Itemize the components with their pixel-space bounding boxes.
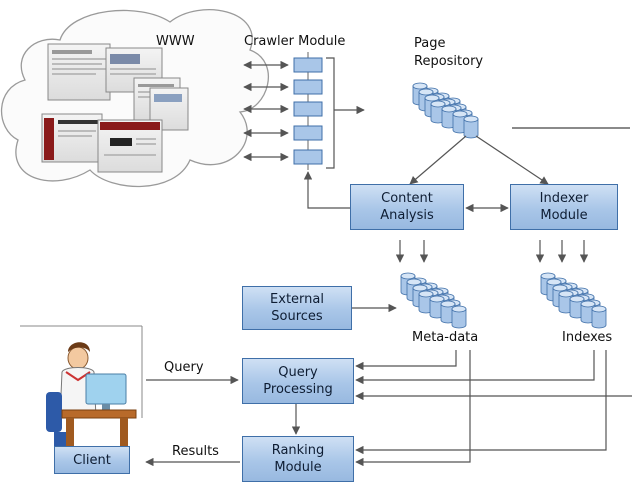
indexes-cylinders xyxy=(540,272,607,329)
database-cylinder xyxy=(591,305,607,329)
external-sources-box: External Sources xyxy=(242,286,352,330)
crawler-to-repository-arrow xyxy=(326,57,365,169)
index-feed-lines xyxy=(355,350,632,455)
page-repository-label-line1: Page xyxy=(414,36,446,51)
external-sources-line2: Sources xyxy=(271,309,323,324)
ranking-module-box: Ranking Module xyxy=(242,436,354,482)
database-cylinder xyxy=(429,295,445,319)
database-cylinder xyxy=(580,300,596,324)
ranking-module-line2: Module xyxy=(274,460,322,475)
database-cylinder xyxy=(452,110,468,134)
page-repository-cylinders xyxy=(412,82,479,139)
database-cylinder xyxy=(430,100,446,124)
indexer-module-line2: Module xyxy=(540,208,588,223)
query-processing-line1: Query xyxy=(278,365,318,380)
indexes-label: Indexes xyxy=(562,330,613,345)
database-cylinder xyxy=(440,300,456,324)
content-analysis-line2: Analysis xyxy=(380,208,434,223)
crawler-www-arrows xyxy=(243,60,289,162)
database-cylinder xyxy=(441,105,457,129)
database-cylinder xyxy=(451,305,467,329)
ranking-module-line1: Ranking xyxy=(271,443,325,458)
external-sources-line1: External xyxy=(270,292,324,307)
query-label: Query xyxy=(164,360,204,375)
client-frame xyxy=(20,325,143,418)
client-box: Client xyxy=(54,446,130,474)
content-analysis-line1: Content xyxy=(381,191,433,206)
client-person-at-desk-image xyxy=(46,342,137,446)
query-processing-line2: Processing xyxy=(263,382,333,397)
database-cylinder xyxy=(463,115,479,139)
indexer-to-indexes-arrows xyxy=(535,240,589,263)
page-repository-label-line2: Repository xyxy=(414,54,484,69)
www-cloud xyxy=(0,9,269,188)
analysis-to-metadata-arrows xyxy=(395,240,429,263)
results-label: Results xyxy=(172,444,219,459)
meta-data-label: Meta-data xyxy=(412,330,479,345)
analysis-to-crawler-arrow xyxy=(303,171,352,209)
metadata-feed-lines xyxy=(355,350,471,467)
content-analysis-box: Content Analysis xyxy=(350,184,464,230)
repository-links xyxy=(409,135,549,185)
database-cylinder xyxy=(569,295,585,319)
indexer-module-line1: Indexer xyxy=(539,191,589,206)
client-label: Client xyxy=(73,452,111,468)
query-processing-box: Query Processing xyxy=(242,358,354,404)
meta-data-cylinders xyxy=(400,272,467,329)
crawler-module-queue xyxy=(293,52,323,170)
indexer-module-box: Indexer Module xyxy=(510,184,618,230)
web-page-screenshots xyxy=(41,43,189,173)
crawler-module-label: Crawler Module xyxy=(244,34,346,49)
www-label: WWW xyxy=(156,34,195,49)
